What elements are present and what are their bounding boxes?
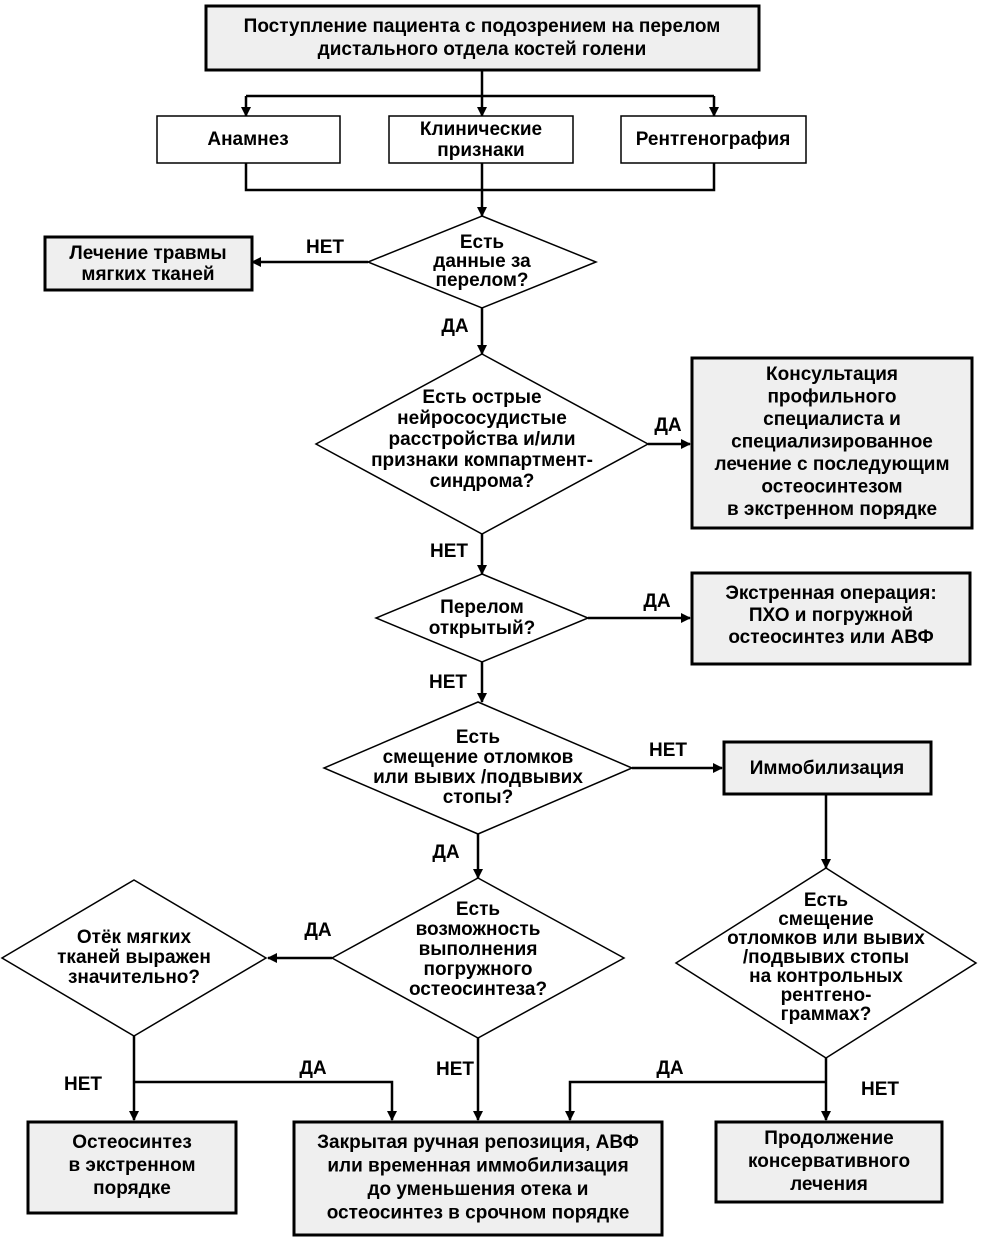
label-yes-neuro: ДА — [654, 415, 682, 436]
label-yes-control: ДА — [656, 1058, 684, 1079]
box-anamnesis: Анамнез — [156, 115, 341, 164]
edge-labels: НЕТ ДА ДА НЕТ ДА НЕТ НЕТ ДА ДА НЕТ НЕТ Д… — [64, 237, 899, 1100]
svg-text:Экстренная операция:ПХО и погр: Экстренная операция:ПХО и погружнойостео… — [725, 583, 936, 648]
label-no-neuro: НЕТ — [430, 541, 468, 562]
label-no-edema: НЕТ — [64, 1074, 102, 1095]
svg-text:Рентгенография: Рентгенография — [636, 129, 791, 150]
box-immobilization: Иммобилизация — [722, 740, 933, 796]
label-no-soft-tissue: НЕТ — [306, 237, 344, 258]
connector-edema-to-closed — [134, 1080, 397, 1121]
label-no-displacement: НЕТ — [649, 740, 687, 761]
box-xray: Рентгенография — [620, 115, 807, 164]
svg-text:Анамнез: Анамнез — [207, 129, 288, 150]
label-yes-internal: ДА — [304, 920, 332, 941]
label-yes-open: ДА — [643, 591, 671, 612]
label-yes-edema: ДА — [299, 1058, 327, 1079]
label-yes-displacement: ДА — [432, 842, 460, 863]
connector-merge — [244, 163, 716, 192]
svg-text:Иммобилизация: Иммобилизация — [750, 758, 905, 779]
label-no-open: НЕТ — [429, 672, 467, 693]
box-start: Поступление пациента с подозрением на пе… — [204, 4, 761, 72]
svg-text:Поступление пациента с подозре: Поступление пациента с подозрением на пе… — [244, 16, 721, 60]
label-no-control: НЕТ — [861, 1079, 899, 1100]
connectors — [129, 70, 831, 1121]
label-no-internal: НЕТ — [436, 1059, 474, 1080]
connector-control-to-closed — [565, 1080, 826, 1121]
label-yes-fracture: ДА — [441, 316, 469, 337]
